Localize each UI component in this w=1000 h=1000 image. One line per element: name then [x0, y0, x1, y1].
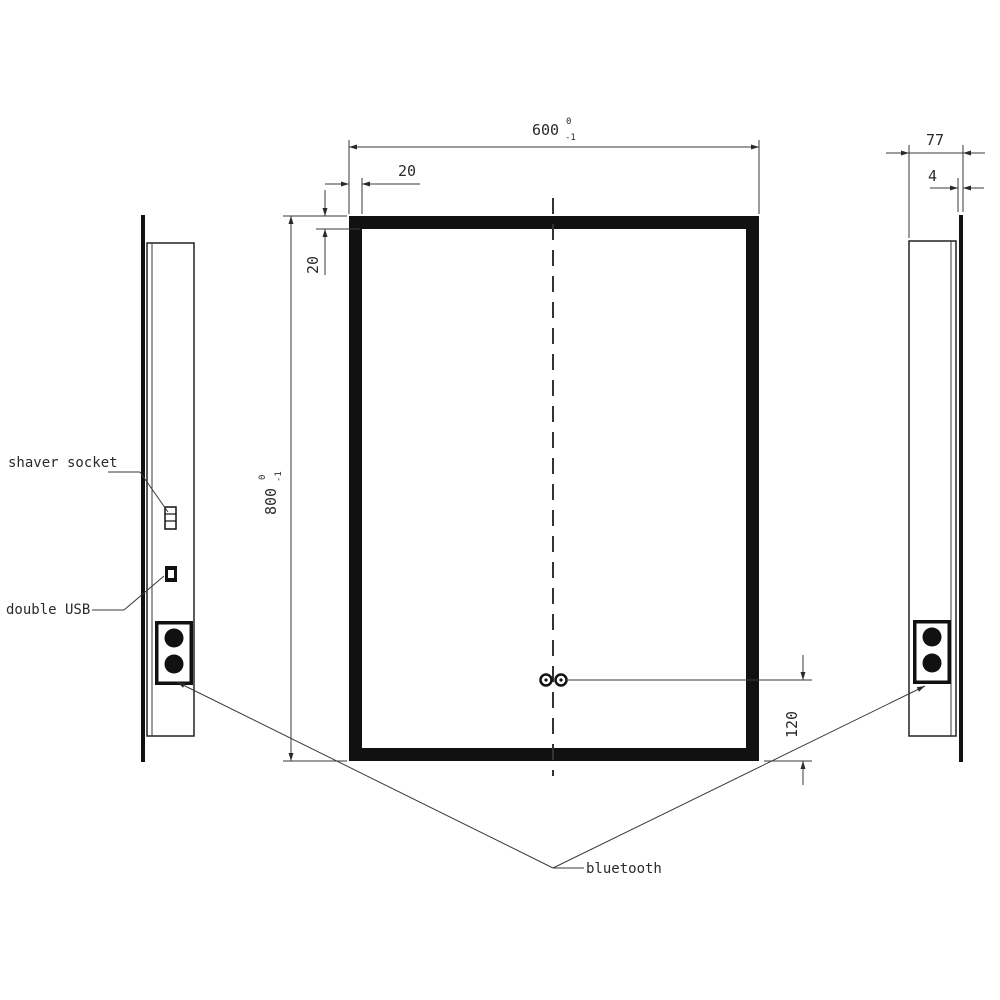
speaker-panel — [913, 620, 951, 684]
frame-offset-x-dimension: 20 — [325, 162, 420, 214]
height-dimension: 800 0 -1 — [258, 215, 347, 762]
left-side-view — [141, 215, 195, 762]
shaver-socket-icon — [164, 506, 177, 530]
depth-glass-dimension: 4 — [928, 167, 984, 212]
speaker-icon — [164, 628, 184, 648]
width-value: 600 — [532, 121, 559, 139]
bluetooth-offset-dimension: 120 — [566, 655, 812, 785]
width-tolerance-lower: -1 — [565, 133, 576, 143]
frame-offset-y-value: 20 — [304, 256, 322, 274]
height-tolerance-upper: 0 — [258, 475, 268, 480]
shaver-socket-callout: shaver socket — [8, 455, 169, 513]
height-tolerance-lower: -1 — [274, 471, 284, 482]
width-tolerance-upper: 0 — [566, 117, 571, 127]
double-usb-label: double USB — [6, 602, 90, 618]
bluetooth-callout: bluetooth — [176, 681, 926, 877]
speaker-panel — [155, 621, 193, 685]
depth-glass-value: 4 — [928, 167, 937, 185]
bluetooth-label: bluetooth — [586, 861, 662, 877]
depth-total-value: 77 — [926, 131, 944, 149]
speaker-icon — [922, 627, 942, 647]
frame-offset-x-value: 20 — [398, 162, 416, 180]
speaker-icon — [164, 654, 184, 674]
double-usb-callout: double USB — [6, 575, 165, 618]
bluetooth-offset-value: 120 — [783, 711, 801, 738]
depth-total-dimension: 77 — [886, 131, 985, 238]
shaver-socket-label: shaver socket — [8, 455, 118, 471]
usb-port-icon — [165, 566, 177, 582]
height-value: 800 — [262, 488, 280, 515]
speaker-icon — [922, 653, 942, 673]
width-dimension: 600 0 -1 — [348, 117, 760, 214]
front-view — [349, 198, 759, 776]
right-side-view — [908, 215, 963, 762]
